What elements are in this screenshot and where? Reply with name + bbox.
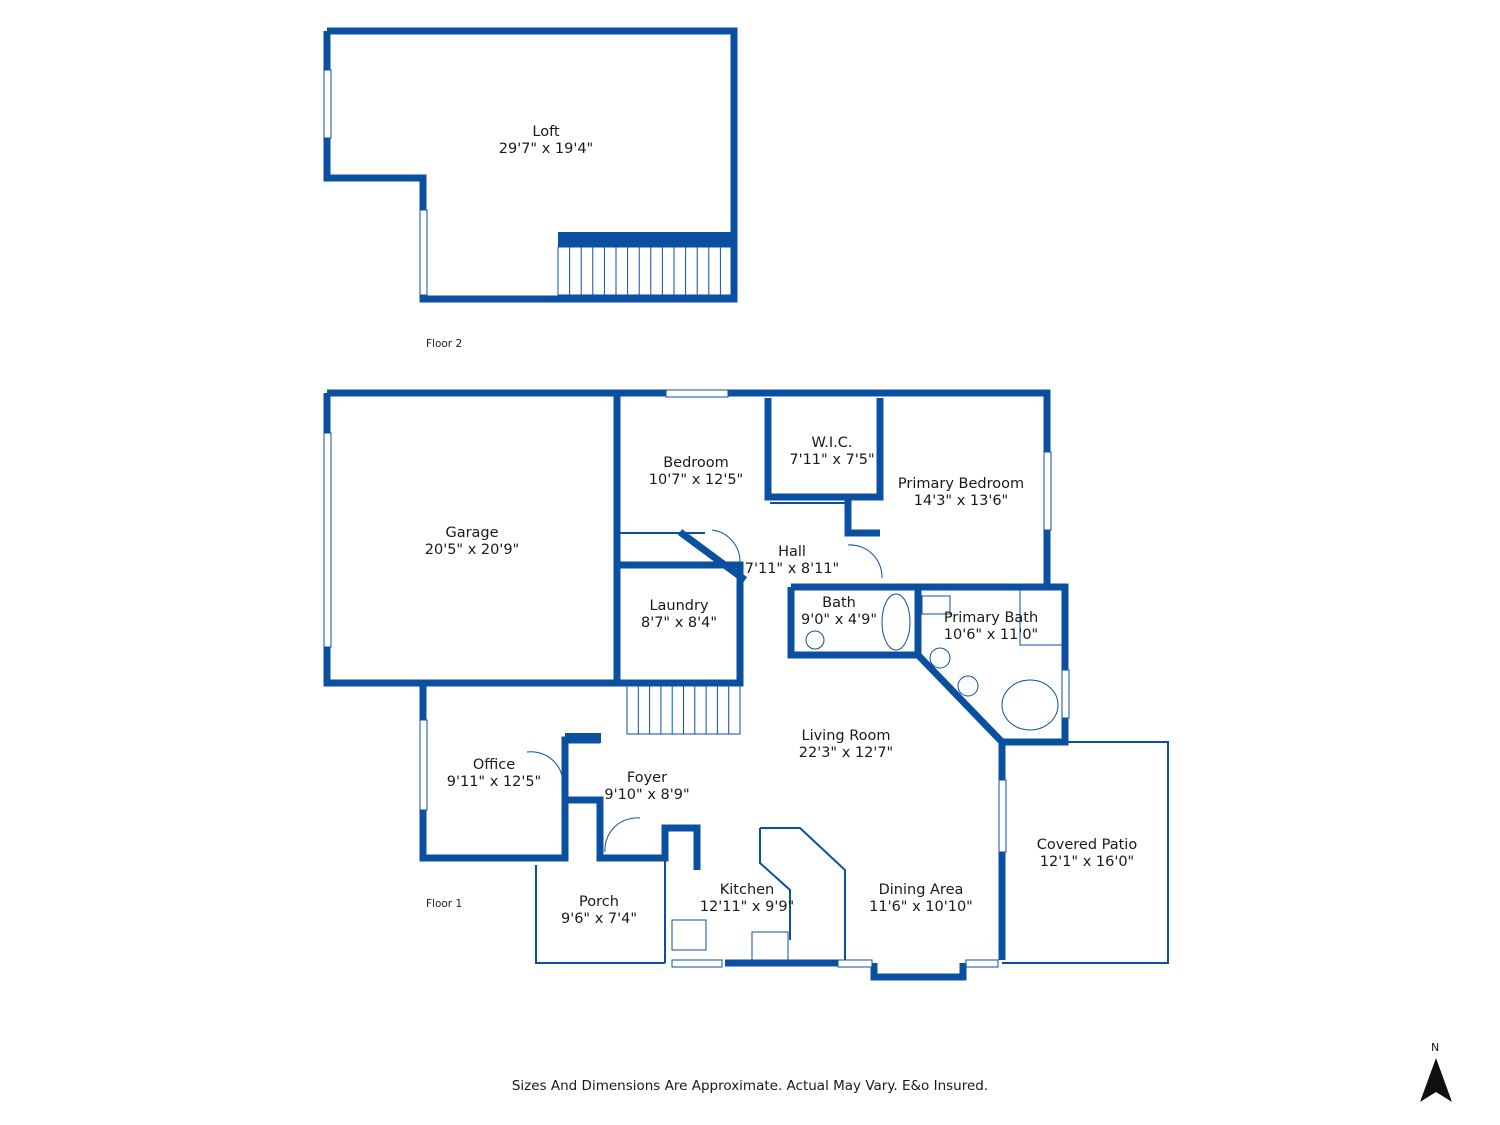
door-swing-icon-3 <box>847 544 883 579</box>
foyer-wall-lower <box>565 796 701 870</box>
loft-wall <box>323 27 738 303</box>
sink-icon-2 <box>929 647 951 669</box>
hall-diagonal <box>677 529 748 583</box>
floor-label-1: Floor 1 <box>426 898 463 910</box>
kitchen-counter <box>760 827 846 963</box>
loft-window <box>323 69 332 139</box>
patio-outline <box>1002 741 1169 964</box>
toilet-icon <box>921 595 951 615</box>
porch-outline <box>535 865 665 964</box>
island-counter <box>759 828 791 940</box>
wic-wall <box>764 398 884 501</box>
range-icon <box>751 931 789 961</box>
tub-icon <box>881 593 911 651</box>
loft-window-2 <box>419 209 428 296</box>
sink-icon-3 <box>957 675 979 697</box>
bedroom-window <box>665 389 729 398</box>
door-swing-icon <box>711 529 741 563</box>
door-swing-icon-2 <box>526 751 564 787</box>
dining-window-2 <box>965 959 999 968</box>
closet-wall <box>844 500 880 537</box>
foyer-wall-block <box>565 733 601 743</box>
office-window <box>419 719 428 811</box>
disclaimer-text: Sizes And Dimensions Are Approximate. Ac… <box>511 1078 989 1094</box>
patio-window <box>998 779 1007 853</box>
north-letter: N <box>1431 1041 1440 1054</box>
bay-window <box>870 963 967 981</box>
door-swing-icon-4 <box>604 817 641 853</box>
north-arrow-icon <box>1420 1058 1452 1102</box>
sink-icon <box>805 630 825 650</box>
kitchen-window <box>671 959 723 968</box>
laundry-wall <box>617 561 744 687</box>
primary-bath-window <box>1061 669 1070 719</box>
loft-stair-landing <box>558 232 734 247</box>
floor-label-2: Floor 2 <box>426 338 463 350</box>
room-label-wic: W.I.C.7'11" x 7'5" <box>789 435 875 468</box>
soaking-tub-icon <box>1001 679 1059 731</box>
loft-stairs <box>557 246 733 296</box>
garage-window <box>323 432 332 648</box>
kitchen-sink-icon <box>671 919 707 951</box>
shower-icon <box>1019 589 1063 646</box>
primary-bedroom-window <box>1043 451 1052 531</box>
dining-window <box>837 959 873 968</box>
